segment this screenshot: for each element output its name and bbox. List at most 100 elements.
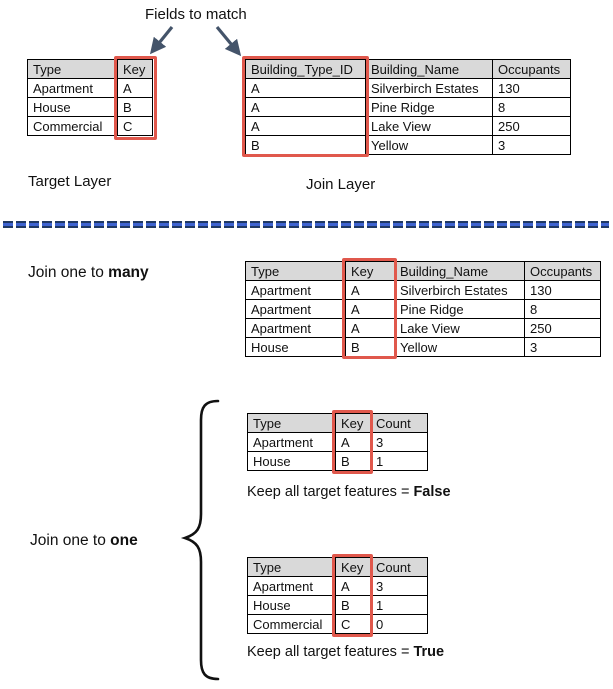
- column-header: Occupants: [524, 261, 601, 281]
- keep-false-caption: Keep all target features = False: [247, 484, 451, 500]
- cell: Silverbirch Estates: [365, 78, 493, 98]
- column-header: Type: [247, 557, 336, 577]
- cell: Commercial: [247, 614, 336, 634]
- cell: A: [117, 78, 153, 98]
- cell: 1: [370, 595, 428, 615]
- keep-true-caption: Keep all target features = True: [247, 644, 444, 660]
- label-text: Join one to: [30, 532, 111, 549]
- column-header: Count: [370, 557, 428, 577]
- cell: 250: [524, 318, 601, 338]
- cell: Apartment: [245, 299, 346, 319]
- curly-brace: [180, 399, 220, 681]
- cell: 3: [370, 432, 428, 452]
- join-one-to-many-label: Join one to many: [28, 264, 149, 282]
- cell: B: [117, 97, 153, 117]
- column-header: Key: [335, 413, 371, 433]
- cell: Apartment: [247, 576, 336, 596]
- dashed-divider-line: [3, 221, 609, 228]
- caption-bold: True: [413, 644, 445, 660]
- fields-to-match-label: Fields to match: [145, 6, 247, 23]
- cell: 3: [492, 135, 571, 155]
- cell: Lake View: [394, 318, 525, 338]
- cell: B: [345, 337, 395, 357]
- cell: 3: [370, 576, 428, 596]
- join-one-to-one-label: Join one to one: [30, 532, 138, 550]
- cell: House: [245, 337, 346, 357]
- caption-bold: False: [413, 484, 451, 500]
- cell: A: [245, 97, 366, 117]
- arrow-down-left-icon: [149, 25, 174, 55]
- cell: B: [245, 135, 366, 155]
- column-header: Type: [27, 59, 118, 79]
- cell: A: [345, 318, 395, 338]
- caption-text: Keep all target features =: [247, 484, 414, 500]
- cell: Commercial: [27, 116, 118, 136]
- column-header: Building_Name: [394, 261, 525, 281]
- cell: 1: [370, 451, 428, 471]
- cell: B: [335, 595, 371, 615]
- column-header: Type: [245, 261, 346, 281]
- cell: 250: [492, 116, 571, 136]
- cell: A: [345, 299, 395, 319]
- column-header: Key: [117, 59, 153, 79]
- cell: 130: [524, 280, 601, 300]
- arrow-down-right-icon: [215, 25, 242, 57]
- cell: Apartment: [245, 280, 346, 300]
- column-header: Type: [247, 413, 336, 433]
- cell: Apartment: [27, 78, 118, 98]
- cell: A: [335, 576, 371, 596]
- cell: 0: [370, 614, 428, 634]
- cell: 3: [524, 337, 601, 357]
- column-header: Occupants: [492, 59, 571, 79]
- cell: C: [117, 116, 153, 136]
- cell: 130: [492, 78, 571, 98]
- caption-text: Keep all target features =: [247, 644, 414, 660]
- cell: Apartment: [245, 318, 346, 338]
- cell: Silverbirch Estates: [394, 280, 525, 300]
- cell: House: [247, 451, 336, 471]
- target-layer-label: Target Layer: [28, 173, 112, 190]
- label-bold: one: [110, 532, 138, 549]
- cell: House: [247, 595, 336, 615]
- label-bold: many: [108, 264, 149, 281]
- cell: C: [335, 614, 371, 634]
- cell: Lake View: [365, 116, 493, 136]
- cell: Yellow: [365, 135, 493, 155]
- cell: Apartment: [247, 432, 336, 452]
- column-header: Key: [345, 261, 395, 281]
- column-header: Count: [370, 413, 428, 433]
- cell: Pine Ridge: [394, 299, 525, 319]
- join-layer-label: Join Layer: [306, 176, 376, 193]
- cell: A: [345, 280, 395, 300]
- fields-to-match-arrows: [149, 25, 242, 57]
- cell: 8: [492, 97, 571, 117]
- cell: B: [335, 451, 371, 471]
- cell: A: [245, 78, 366, 98]
- column-header: Building_Name: [365, 59, 493, 79]
